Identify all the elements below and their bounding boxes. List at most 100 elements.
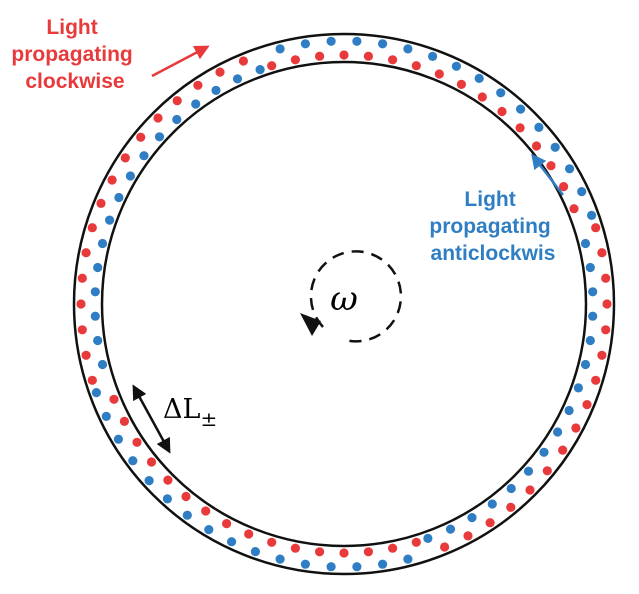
clockwise-light-dot <box>290 543 300 553</box>
anticlockwise-light-dot <box>101 411 111 421</box>
clockwise-light-dot <box>531 141 542 151</box>
clockwise-label-line1: Light <box>46 16 97 39</box>
clockwise-light-dot <box>315 547 325 557</box>
anticlockwise-light-dot <box>255 65 265 75</box>
anticlockwise-light-dot <box>445 524 456 534</box>
anticlockwise-light-dot <box>378 559 388 569</box>
clockwise-light-dot <box>109 394 119 404</box>
anticlockwise-light-dot <box>191 99 201 109</box>
anticlockwise-light-dot <box>113 434 123 444</box>
clockwise-light-dot <box>388 55 398 65</box>
clockwise-light-dot <box>597 350 607 360</box>
anticlockwise-light-dot <box>516 104 526 114</box>
clockwise-light-dot <box>153 113 163 123</box>
clockwise-light-dot <box>77 273 87 283</box>
anticlockwise-label: Light propagating anticlockwis <box>429 188 556 265</box>
anticlockwise-light-dot <box>550 142 560 152</box>
anticlockwise-light-dot <box>539 447 549 457</box>
clockwise-light-dot <box>172 96 182 106</box>
anticlockwise-light-dot <box>128 456 138 466</box>
clockwise-light-dot <box>222 519 232 529</box>
clockwise-light-dot <box>525 485 535 495</box>
clockwise-light-dot <box>339 548 349 558</box>
clockwise-light-dot <box>146 457 157 467</box>
clockwise-light-dot <box>591 375 601 385</box>
clockwise-light-dot <box>215 67 225 77</box>
anticlockwise-light-dot <box>403 554 413 564</box>
clockwise-light-dot <box>267 537 277 547</box>
clockwise-light-dot <box>315 51 325 61</box>
clockwise-light-dot <box>193 80 203 90</box>
anticlockwise-light-dot <box>565 164 575 174</box>
clockwise-light-dot <box>181 491 191 502</box>
anticlockwise-light-dot <box>523 466 534 476</box>
anticlockwise-light-dot <box>467 513 477 523</box>
clockwise-light-dot <box>107 175 117 185</box>
clockwise-light-dot <box>244 529 254 539</box>
anticlockwise-light-dot <box>580 238 591 249</box>
anticlockwise-light-dot <box>451 61 461 71</box>
anticlockwise-arrow <box>531 153 564 196</box>
clockwise-light-dot <box>515 123 525 133</box>
clockwise-light-dot <box>136 132 146 142</box>
anticlockwise-light-dot <box>97 238 108 249</box>
anticlockwise-light-dot <box>326 562 336 572</box>
anticlockwise-label-line3: anticlockwis <box>431 242 556 265</box>
clockwise-light-dot <box>456 79 466 89</box>
clockwise-light-dot <box>558 445 568 455</box>
anticlockwise-light-dot <box>97 359 108 370</box>
clockwise-light-dot <box>267 61 277 71</box>
clockwise-light-dot <box>591 223 601 233</box>
anticlockwise-light-dot <box>577 187 587 197</box>
omega-symbol: ω <box>330 279 358 319</box>
clockwise-light-dot <box>546 161 556 171</box>
anticlockwise-light-dot <box>378 39 388 49</box>
rotation-dashed-circle <box>309 250 403 343</box>
anticlockwise-light-dot <box>428 51 438 62</box>
anticlockwise-light-dot <box>352 562 362 572</box>
anticlockwise-light-dot <box>300 559 310 569</box>
clockwise-light-dot <box>411 61 421 71</box>
clockwise-light-dot <box>434 69 444 79</box>
anticlockwise-light-dot <box>162 494 172 504</box>
clockwise-light-dot <box>569 204 579 214</box>
clockwise-label-line2: propagating <box>11 43 132 66</box>
clockwise-light-dot <box>81 350 91 360</box>
clockwise-light-dot <box>411 537 421 547</box>
clockwise-light-dot <box>81 248 91 258</box>
clockwise-light-dot <box>77 325 87 335</box>
clockwise-light-dot <box>388 543 398 553</box>
clockwise-light-dot <box>485 518 495 528</box>
clockwise-light-dot <box>571 423 581 433</box>
clockwise-light-dot <box>602 299 612 309</box>
clockwise-label-line3: clockwise <box>25 70 124 93</box>
outer-ring <box>72 32 616 576</box>
anticlockwise-light-dot <box>204 525 214 535</box>
clockwise-light-dot <box>542 466 552 476</box>
anticlockwise-light-dot <box>585 262 595 273</box>
anticlockwise-light-dots <box>90 36 598 572</box>
clockwise-light-dot <box>76 299 86 309</box>
clockwise-light-dot <box>601 325 611 335</box>
clockwise-light-dot <box>463 531 473 541</box>
clockwise-light-dot <box>87 375 97 385</box>
anticlockwise-light-dot <box>587 210 597 220</box>
clockwise-light-dot <box>559 182 569 192</box>
clockwise-light-dot <box>119 416 129 426</box>
clockwise-light-dot <box>363 547 373 557</box>
anticlockwise-light-dot <box>154 132 165 142</box>
anticlockwise-light-dot <box>423 533 433 544</box>
clockwise-light-dot <box>238 56 248 66</box>
anticlockwise-light-dot <box>352 36 362 46</box>
anticlockwise-light-dot <box>580 359 591 370</box>
anticlockwise-light-dot <box>250 547 260 557</box>
clockwise-light-dot <box>497 106 507 117</box>
anticlockwise-light-dot <box>139 151 149 161</box>
anticlockwise-light-dot <box>275 554 285 564</box>
delta-l-label: ΔL± <box>163 394 217 431</box>
rotation-arrowhead-icon <box>300 313 321 336</box>
anticlockwise-light-dot <box>553 427 563 437</box>
clockwise-label: Light propagating clockwise <box>11 16 138 93</box>
clockwise-light-dot <box>477 92 487 102</box>
delta-l-subscript: ± <box>200 407 217 431</box>
